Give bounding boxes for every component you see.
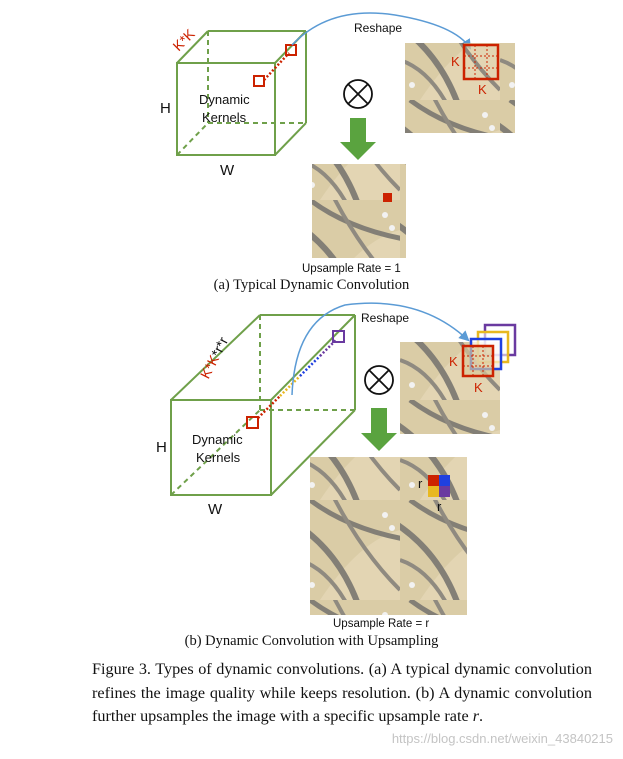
k-label-a2: K bbox=[478, 82, 487, 97]
caption-variable: r bbox=[472, 707, 480, 725]
diagram-a: K*K H W Dynamic Kernels Reshape K K Upsa… bbox=[160, 12, 515, 275]
caption-text: Figure 3. Types of dynamic convolutions.… bbox=[92, 660, 592, 725]
caption-end: . bbox=[479, 707, 484, 725]
kk-label-a: K*K bbox=[169, 25, 198, 54]
diagram-b: K*K*r*r H W Dynamic Kernels Reshape K K bbox=[156, 302, 517, 630]
kernel-window-red-b bbox=[461, 344, 495, 378]
kernel-window-grid-b bbox=[463, 346, 493, 376]
rate-label-a: Upsample Rate = 1 bbox=[302, 263, 401, 275]
panel-dynamic-convolution-upsampling: K*K*r*r H W Dynamic Kernels Reshape K K bbox=[0, 300, 623, 655]
kernels-label-line2-a: Kernels bbox=[202, 110, 247, 125]
subcaption-b: (b) Dynamic Convolution with Upsampling bbox=[184, 633, 439, 649]
reshape-arrow-b bbox=[291, 302, 470, 396]
figure-caption: Figure 3. Types of dynamic convolutions.… bbox=[92, 658, 592, 729]
k-label-a1: K bbox=[451, 54, 460, 69]
reshape-arrow-a bbox=[291, 12, 472, 50]
panel-typical-dynamic-convolution: K*K H W Dynamic Kernels Reshape K K Upsa… bbox=[0, 0, 623, 300]
kernel-square-back-a bbox=[285, 44, 297, 56]
down-arrow-b bbox=[361, 408, 397, 451]
convolution-operator-icon-b bbox=[364, 365, 394, 395]
kernel-square-back-b bbox=[332, 330, 345, 343]
r-label-b2: r bbox=[437, 499, 442, 514]
kernel-window-grid-a bbox=[464, 45, 498, 79]
kernel-vector-blue-b bbox=[299, 355, 321, 377]
kkrr-label-b: K*K*r*r bbox=[197, 334, 232, 381]
k-label-b2: K bbox=[474, 380, 483, 395]
kernel-window-a bbox=[462, 43, 500, 81]
kernel-vector-red-b bbox=[257, 395, 281, 419]
reshape-label-a: Reshape bbox=[354, 21, 402, 35]
w-label-a: W bbox=[220, 162, 235, 179]
rate-label-b: Upsample Rate = r bbox=[333, 618, 429, 630]
kernel-vector-a bbox=[263, 52, 290, 81]
h-label-a: H bbox=[160, 100, 171, 117]
down-arrow-a bbox=[340, 118, 376, 160]
kernels-label-line2-b: Kernels bbox=[196, 450, 241, 465]
kernel-square-front-b bbox=[246, 416, 259, 429]
convolution-operator-icon-a bbox=[343, 79, 373, 109]
reshape-label-b: Reshape bbox=[361, 311, 409, 325]
w-label-b: W bbox=[208, 501, 223, 518]
h-label-b: H bbox=[156, 439, 167, 456]
kernels-label-line1-a: Dynamic bbox=[199, 92, 250, 107]
kernel-cube-b bbox=[170, 314, 356, 496]
kernel-square-front-a bbox=[253, 75, 265, 87]
output-pixel-block-b bbox=[428, 475, 450, 497]
output-pixel-a bbox=[383, 193, 392, 202]
r-label-b1: r bbox=[418, 476, 423, 491]
watermark: https://blog.csdn.net/weixin_43840215 bbox=[391, 731, 613, 746]
kernels-label-line1-b: Dynamic bbox=[192, 432, 243, 447]
subcaption-a: (a) Typical Dynamic Convolution bbox=[213, 277, 410, 293]
output-image-a bbox=[312, 164, 406, 258]
k-label-b1: K bbox=[449, 354, 458, 369]
kernel-vector-yellow-b bbox=[279, 375, 301, 397]
input-image-a bbox=[405, 43, 515, 133]
